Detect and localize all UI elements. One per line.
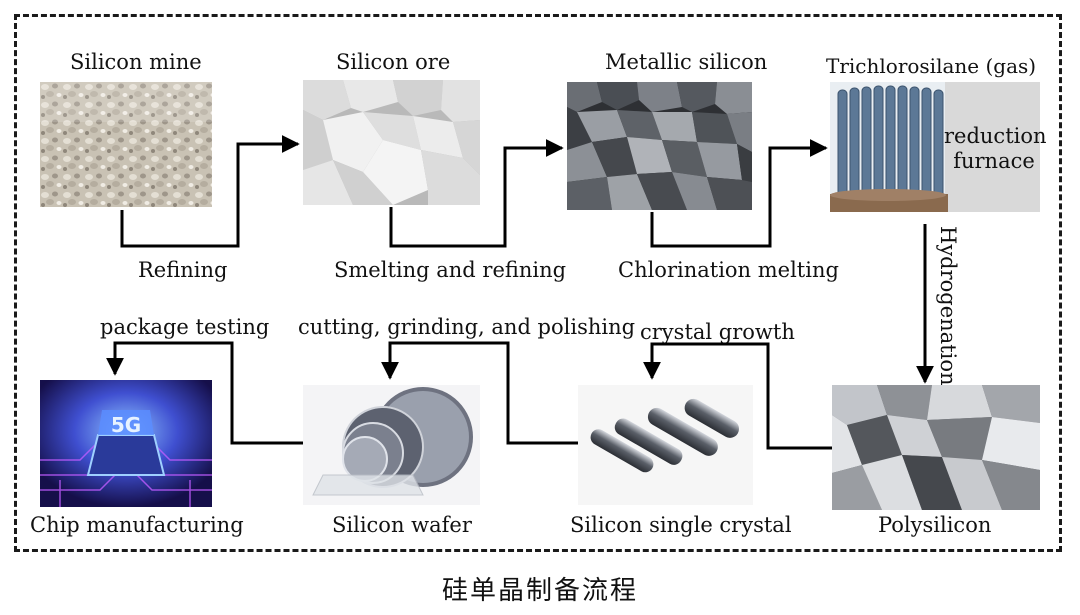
trichlorosilane-label: Trichlorosilane (gas) xyxy=(826,54,1037,78)
arrow-cutting xyxy=(381,341,578,445)
chip-image: 5G xyxy=(40,380,212,507)
polysilicon-label: Polysilicon xyxy=(878,513,992,537)
crystal-growth-label: crystal growth xyxy=(640,320,795,344)
silicon-ore-image xyxy=(303,80,480,205)
smelting-refining-label: Smelting and refining xyxy=(334,258,567,282)
arrow-package-testing xyxy=(106,341,303,445)
reduction-furnace-line2: furnace xyxy=(953,149,1035,174)
reduction-furnace-image xyxy=(830,82,1040,212)
silicon-single-crystal-image xyxy=(578,385,753,505)
footer-caption: 硅单晶制备流程 xyxy=(441,576,638,606)
silicon-wafer-label: Silicon wafer xyxy=(332,513,472,537)
silicon-mine-label: Silicon mine xyxy=(70,50,202,74)
reduction-furnace-line1: reduction xyxy=(944,124,1047,148)
chlorination-melting-label: Chlorination melting xyxy=(618,258,839,282)
arrow-crystal-growth xyxy=(643,342,832,450)
chip-manufacturing-label: Chip manufacturing xyxy=(30,513,244,537)
silicon-wafer-image xyxy=(303,385,480,505)
arrow-chlorination xyxy=(650,139,828,248)
polysilicon-image xyxy=(832,385,1040,510)
chip-5g-text: 5G xyxy=(111,413,141,437)
package-testing-label: package testing xyxy=(100,315,270,339)
dashed-frame xyxy=(14,14,1062,552)
cutting-grinding-polishing-label: cutting, grinding, and polishing xyxy=(298,315,636,339)
arrow-refining xyxy=(120,135,300,248)
silicon-single-crystal-label: Silicon single crystal xyxy=(570,513,792,537)
arrow-smelting xyxy=(389,139,564,248)
refining-label: Refining xyxy=(138,258,228,282)
silicon-ore-label: Silicon ore xyxy=(336,50,451,74)
silicon-mine-image xyxy=(40,82,212,207)
reduction-furnace-text: reduction furnace xyxy=(944,124,1047,174)
metallic-silicon-label: Metallic silicon xyxy=(605,50,768,74)
metallic-silicon-image xyxy=(567,82,752,210)
